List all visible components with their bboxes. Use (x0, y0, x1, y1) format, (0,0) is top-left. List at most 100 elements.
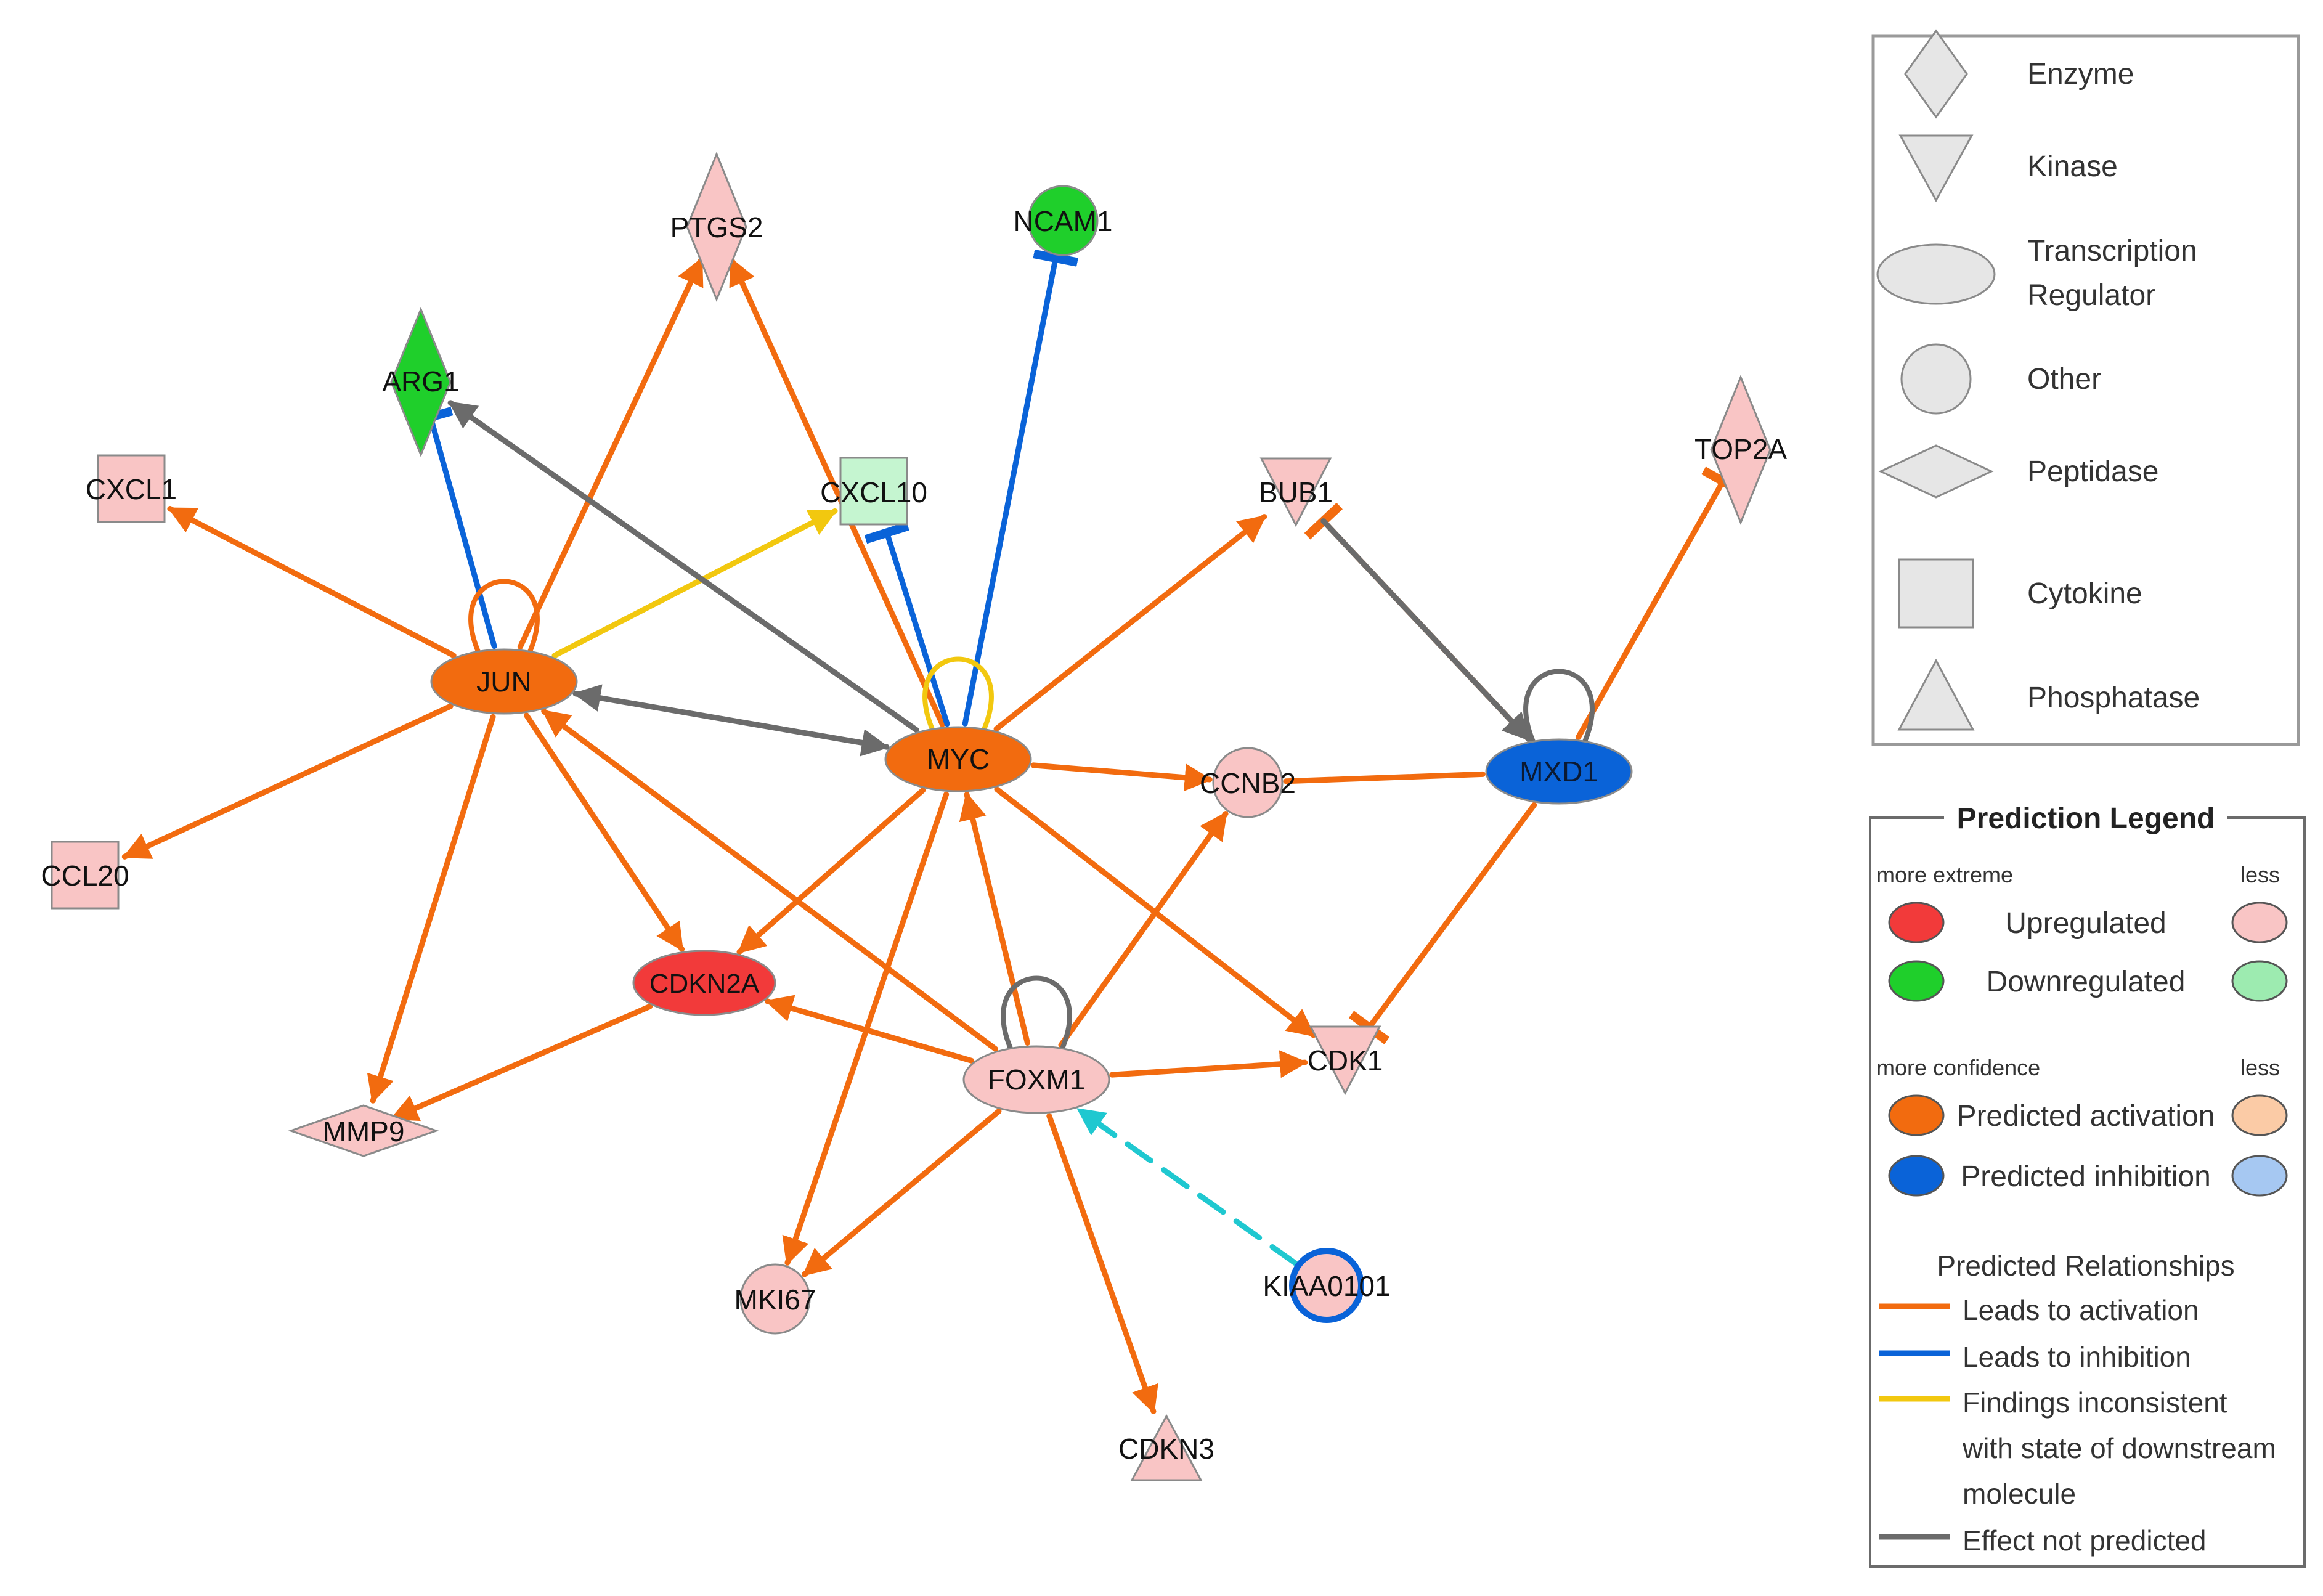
edge-jun-cxcl1 (167, 506, 457, 659)
node-cxcl10-label: CXCL10 (820, 476, 927, 508)
node-top2a-label: TOP2A (1694, 433, 1787, 465)
downregulated-less-swatch (2231, 960, 2288, 1002)
node-arg1-label: ARG1 (382, 365, 459, 397)
leads-to-inhibition-label: Leads to inhibition (1963, 1341, 2191, 1373)
node-cdkn3-label: CDKN3 (1118, 1433, 1214, 1465)
node-ncam1[interactable]: NCAM1 (1013, 185, 1113, 256)
node-bub1[interactable]: BUB1 (1259, 457, 1333, 527)
edge-jun-myc (572, 684, 890, 757)
node-top2a[interactable]: TOP2A (1694, 375, 1787, 525)
edge-myc-cdkn2a (736, 787, 926, 955)
node-cdk1-label: CDK1 (1308, 1044, 1383, 1077)
findings-inconsistent-line-3: molecule (1963, 1478, 2076, 1510)
node-cdkn2a[interactable]: CDKN2A (632, 950, 776, 1016)
edge-foxm1-cdkn2a (764, 995, 975, 1064)
node-cdk1[interactable]: CDK1 (1308, 1025, 1383, 1096)
shape-legend-diamond-label: Enzyme (2027, 58, 2134, 91)
node-mki67[interactable]: MKI67 (734, 1263, 816, 1335)
node-foxm1[interactable]: FOXM1 (962, 1045, 1110, 1114)
upregulated-extreme-swatch (1888, 902, 1945, 943)
more-extreme-label: more extreme (1876, 862, 2013, 887)
self-loop-foxm1 (1001, 975, 1072, 1052)
shape-legend-label-line-1: Transcription (2027, 235, 2197, 267)
edge-cdkn2a-mmp9 (389, 1003, 653, 1122)
node-mmp9[interactable]: MMP9 (288, 1104, 439, 1157)
edge-myc-ptgs2 (728, 257, 945, 728)
leads-to-activation-label: Leads to activation (1963, 1294, 2199, 1326)
findings-inconsistent-line-1: Findings inconsistent (1963, 1386, 2227, 1419)
node-cdkn3-shape (1130, 1414, 1203, 1481)
shape-legend-phosphatase-icon (1897, 658, 1975, 731)
node-ncam1-label: NCAM1 (1013, 205, 1112, 237)
shape-legend-square-icon (1898, 558, 1974, 629)
node-ccnb2-label: CCNB2 (1200, 767, 1296, 799)
node-ccl20[interactable]: CCL20 (41, 841, 129, 910)
shape-legend-circle-label: Other (2027, 363, 2101, 396)
self-loop-jun (468, 579, 540, 656)
effect-not-predicted-label: Effect not predicted (1963, 1525, 2207, 1557)
node-myc[interactable]: MYC (884, 726, 1032, 792)
edge-kiaa0101-foxm1 (1076, 1107, 1298, 1266)
node-mxd1[interactable]: MXD1 (1485, 738, 1633, 805)
shape-legend-diamond-icon (1904, 29, 1968, 119)
node-mmp9-label: MMP9 (323, 1115, 405, 1147)
node-ptgs2-label: PTGS2 (670, 211, 763, 243)
shape-legend-peptidase-label: Peptidase (2027, 455, 2159, 488)
upregulated-less-swatch (2231, 902, 2288, 943)
predicted-inhibition-label: Predicted inhibition (1961, 1160, 2211, 1193)
node-cxcl1-shape (97, 454, 166, 523)
shape-legend-phosphatase-label: Phosphatase (2027, 682, 2200, 714)
predicted-relationships-label: Predicted Relationships (1937, 1250, 2234, 1282)
shape-legend-kinase-icon (1898, 134, 1974, 203)
node-mxd1-label: MXD1 (1520, 755, 1598, 788)
prediction-legend: Prediction Legend more extreme less Upre… (1869, 801, 2306, 1568)
node-ccnb2[interactable]: CCNB2 (1200, 747, 1296, 818)
predicted-inhibition-more-swatch (1888, 1155, 1945, 1197)
node-jun[interactable]: JUN (430, 648, 578, 715)
edge-myc-cxcl10 (864, 521, 950, 727)
less-label-1: less (2240, 862, 2280, 887)
edge-foxm1-cdkn3 (1046, 1113, 1158, 1414)
node-bub1-shape (1259, 457, 1332, 527)
edge-mxd1-top2a (1575, 466, 1744, 740)
node-kiaa0101-label: KIAA0101 (1263, 1270, 1390, 1302)
edge-myc-arg1 (447, 400, 919, 733)
node-ccnb2-shape (1212, 747, 1284, 818)
shape-legend-circle-icon (1900, 343, 1972, 415)
upregulated-label: Upregulated (2005, 907, 2166, 940)
edge-jun-arg1 (408, 407, 497, 649)
node-cxcl1[interactable]: CXCL1 (86, 454, 177, 523)
predicted-activation-less-swatch (2231, 1094, 2288, 1136)
node-cdkn2a-shape (632, 950, 776, 1016)
node-kiaa0101[interactable]: KIAA0101 (1263, 1248, 1391, 1323)
prediction-legend-title: Prediction Legend (1957, 802, 2215, 835)
node-cxcl1-label: CXCL1 (86, 473, 177, 505)
less-label-2: less (2240, 1055, 2280, 1080)
self-loop-myc (922, 656, 994, 733)
shape-legend: EnzymeKinaseTranscriptionRegulatorOtherP… (1871, 29, 2300, 746)
edge-foxm1-jun (541, 708, 999, 1052)
node-foxm1-shape (962, 1045, 1110, 1114)
node-myc-shape (884, 726, 1032, 792)
downregulated-extreme-swatch (1888, 960, 1945, 1002)
edge-jun-ptgs2 (517, 256, 704, 650)
node-ptgs2[interactable]: PTGS2 (670, 152, 763, 302)
node-mki67-shape (739, 1263, 811, 1335)
shape-legend-peptidase-icon (1878, 444, 1994, 499)
edge-bub1-mxd1 (1320, 518, 1532, 743)
node-cxcl10[interactable]: CXCL10 (820, 457, 927, 526)
edge-foxm1-cdk1 (1109, 1050, 1308, 1078)
node-top2a-shape (1710, 375, 1772, 525)
node-cdkn3[interactable]: CDKN3 (1118, 1414, 1214, 1481)
node-cdkn2a-label: CDKN2A (649, 969, 760, 999)
node-arg1[interactable]: ARG1 (382, 307, 460, 457)
node-arg1-shape (390, 307, 452, 457)
edge-foxm1-ccnb2 (1058, 811, 1229, 1048)
node-kiaa0101-shape (1289, 1248, 1364, 1323)
predicted-activation-more-swatch (1888, 1094, 1945, 1136)
edge-foxm1-mki67 (801, 1108, 1002, 1277)
shape-legend-ellipse-icon (1876, 243, 1996, 305)
node-foxm1-label: FOXM1 (988, 1064, 1085, 1096)
edge-jun-cxcl10 (551, 508, 838, 659)
